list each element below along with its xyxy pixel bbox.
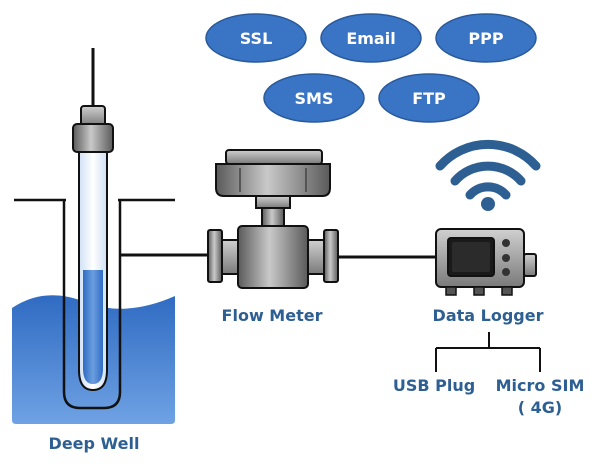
micro-sim-sub-label: ( 4G) bbox=[518, 398, 562, 417]
flow-meter-neck bbox=[261, 207, 285, 227]
data-logger-button-3 bbox=[502, 268, 510, 276]
data-logger-button-1 bbox=[502, 239, 510, 247]
flow-meter-neck-top bbox=[255, 195, 291, 209]
data-logger-port-2 bbox=[473, 286, 485, 296]
protocol-sms-label: SMS bbox=[295, 89, 334, 108]
well-casing bbox=[62, 200, 122, 410]
data-logger-side-port bbox=[523, 253, 537, 277]
protocol-pill-sms: SMS bbox=[263, 73, 365, 123]
protocol-email-label: Email bbox=[346, 29, 395, 48]
protocol-pill-email: Email bbox=[320, 13, 422, 63]
flow-meter-head-top bbox=[225, 149, 323, 165]
wifi-signal-icon bbox=[435, 139, 541, 211]
protocol-pill-ssl: SSL bbox=[205, 13, 307, 63]
protocol-pill-ppp: PPP bbox=[435, 13, 537, 63]
logger-bracket bbox=[435, 332, 541, 372]
protocol-ftp-label: FTP bbox=[412, 89, 446, 108]
probe-tube-water bbox=[83, 270, 103, 384]
deep-well-label: Deep Well bbox=[49, 434, 140, 453]
data-logger-button-2 bbox=[502, 254, 510, 262]
flow-meter-flange-right-inner bbox=[307, 239, 325, 275]
protocol-ppp-label: PPP bbox=[468, 29, 503, 48]
deep-well bbox=[12, 48, 175, 424]
data-logger-port-1 bbox=[445, 286, 457, 296]
data-logger bbox=[435, 228, 537, 296]
flow-meter-body bbox=[237, 225, 309, 289]
probe-cap bbox=[72, 123, 114, 153]
flow-meter-flange-left bbox=[207, 229, 223, 283]
data-logger-port-3 bbox=[501, 286, 513, 296]
flow-meter-flange-left-inner bbox=[221, 239, 239, 275]
protocol-ssl-label: SSL bbox=[240, 29, 273, 48]
usb-plug-label: USB Plug bbox=[393, 376, 475, 395]
flow-meter-flange-right bbox=[323, 229, 339, 283]
flow-meter-label: Flow Meter bbox=[222, 306, 323, 325]
micro-sim-label: Micro SIM bbox=[496, 376, 585, 395]
data-logger-label: Data Logger bbox=[433, 306, 544, 325]
protocol-pill-ftp: FTP bbox=[378, 73, 480, 123]
flow-meter-head bbox=[215, 163, 331, 197]
flow-meter bbox=[207, 149, 339, 289]
